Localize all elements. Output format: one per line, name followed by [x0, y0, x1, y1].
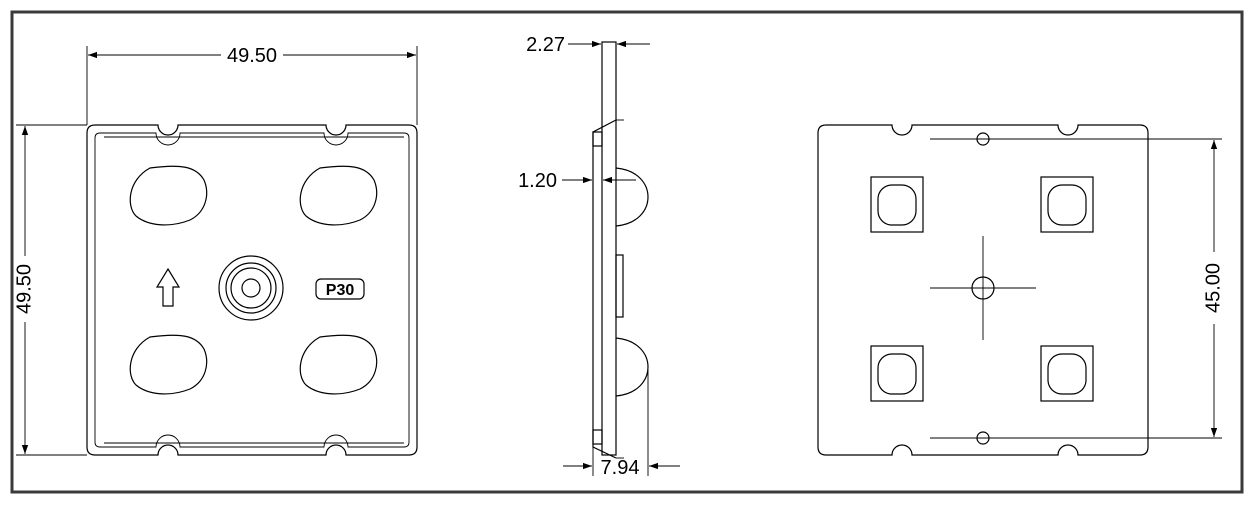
back-led-bottom-right: [1040, 345, 1094, 402]
front-pad-bottom-right: [299, 334, 378, 395]
back-hole-bottom: [976, 431, 990, 445]
dim-side-plate-text: 1.20: [518, 170, 557, 192]
back-hole-top: [976, 132, 990, 146]
model-label: P30: [315, 278, 365, 300]
drawing-frame: [10, 10, 1244, 494]
back-outline: [817, 124, 1149, 456]
side-view: [592, 41, 649, 459]
front-pad-top-right: [299, 165, 378, 226]
side-dome-top: [615, 167, 649, 227]
dim-back-spacing-text: 45.00: [1202, 263, 1224, 313]
dim-side-depth-text: 7.94: [601, 457, 640, 479]
dim-front-height: 49.50: [13, 124, 87, 456]
back-led-top-right: [1040, 176, 1094, 233]
side-main-plate: [601, 41, 617, 456]
front-pad-bottom-left: [129, 334, 208, 395]
front-inner-lines: [104, 136, 404, 444]
side-dome-bottom: [615, 337, 649, 397]
front-inner-border: [94, 132, 410, 448]
dim-back-spacing: 45.00: [1150, 138, 1224, 439]
front-pad-top-left: [129, 165, 208, 226]
front-outline: [86, 124, 418, 456]
dim-side-plate: 1.20: [518, 170, 636, 192]
back-view: [817, 124, 1150, 456]
dim-side-depth: 7.94: [563, 367, 680, 479]
side-center-boss: [615, 254, 624, 318]
side-clip-bottom: [592, 429, 603, 445]
front-view: P30: [86, 124, 418, 456]
back-led-top-left: [870, 176, 924, 233]
dim-side-total: 2.27: [526, 34, 650, 56]
dim-front-width: 49.50: [86, 45, 418, 125]
side-clip-top: [592, 131, 603, 147]
dim-side-total-text: 2.27: [526, 34, 565, 56]
model-label-text: P30: [326, 282, 355, 299]
back-led-bottom-left: [870, 345, 924, 402]
up-arrow-icon: [155, 267, 181, 307]
front-center-lens: [218, 255, 284, 321]
back-center-hole: [971, 276, 995, 300]
side-back-profile: [592, 119, 617, 459]
dim-front-height-text: 49.50: [13, 264, 35, 314]
dim-front-width-text: 49.50: [227, 45, 277, 67]
